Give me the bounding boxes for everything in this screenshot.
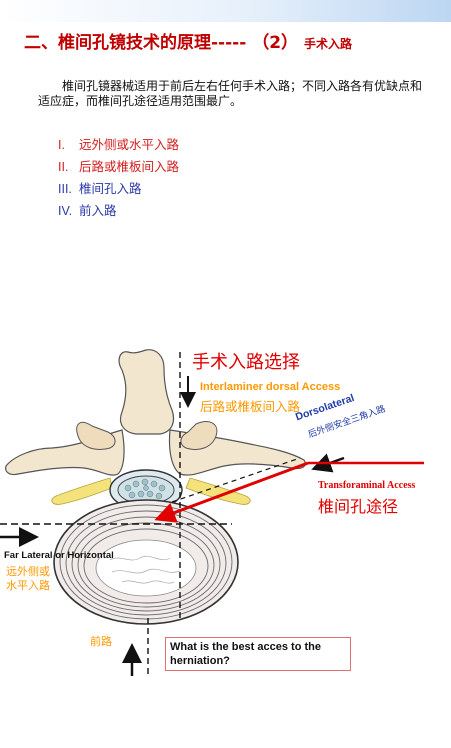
approach-item: II. 后路或椎板间入路 (58, 156, 179, 178)
approach-item: I. 远外侧或水平入路 (58, 134, 179, 156)
approach-item: III. 椎间孔入路 (58, 178, 179, 200)
title-sub: 手术入路 (303, 37, 352, 51)
anterior-label-cn: 前路 (90, 635, 112, 648)
cauda-equina (124, 478, 166, 500)
nucleus-pulposus (95, 539, 197, 597)
dorsolateral-dashed (171, 457, 301, 503)
approach-list: I. 远外侧或水平入路 II. 后路或椎板间入路 III. 椎间孔入路 IV. 前入路 (58, 134, 179, 222)
approach-num: I. (58, 138, 65, 152)
approach-selection-title: 手术入路选择 (192, 352, 300, 373)
transforaminal-arrow (154, 461, 309, 523)
transforaminal-label-cn: 椎间孔途径 (318, 497, 399, 516)
far-lateral-label-en: Far Lateral or Horizontal (4, 550, 114, 561)
slide-header-band (0, 0, 451, 22)
approach-item: IV. 前入路 (58, 200, 179, 222)
approach-label: 后路或椎板间入路 (79, 159, 180, 174)
approach-num: III. (58, 182, 72, 196)
left-articular-process (76, 421, 116, 450)
approach-num: II. (58, 160, 69, 174)
left-nerve-root (51, 477, 113, 505)
spinous-process (118, 349, 175, 435)
far-lateral-label-cn-1: 远外侧或 (6, 565, 50, 578)
approach-num: IV. (58, 204, 73, 218)
interlaminar-label-cn: 后路或椎板间入路 (200, 399, 301, 414)
approach-label: 远外侧或水平入路 (79, 137, 180, 152)
right-nerve-root (185, 477, 251, 505)
far-lateral-label-cn-2: 水平入路 (6, 579, 50, 592)
slide-title: 二、椎间孔镜技术的原理----- （2） 手术入路 (24, 28, 444, 53)
approach-label: 前入路 (79, 203, 117, 218)
annulus-rings (59, 504, 233, 620)
title-part: （2） (252, 33, 299, 53)
transforaminal-label-en: Transforaminal Access (318, 480, 416, 491)
intro-paragraph: 椎间孔镜器械适用于前后左右任何手术入路；不同入路各有优缺点和适应症，而椎间孔途径… (38, 79, 423, 108)
approach-label: 椎间孔入路 (79, 181, 142, 196)
question-box: What is the best acces to the herniation… (165, 637, 351, 671)
interlaminar-label-en: Interlaminer dorsal Access (200, 381, 341, 393)
right-articular-process (180, 421, 218, 450)
vertebra-approach-diagram (0, 349, 424, 676)
title-main: 二、椎间孔镜技术的原理----- (24, 33, 247, 53)
nucleus-texture (109, 555, 181, 584)
